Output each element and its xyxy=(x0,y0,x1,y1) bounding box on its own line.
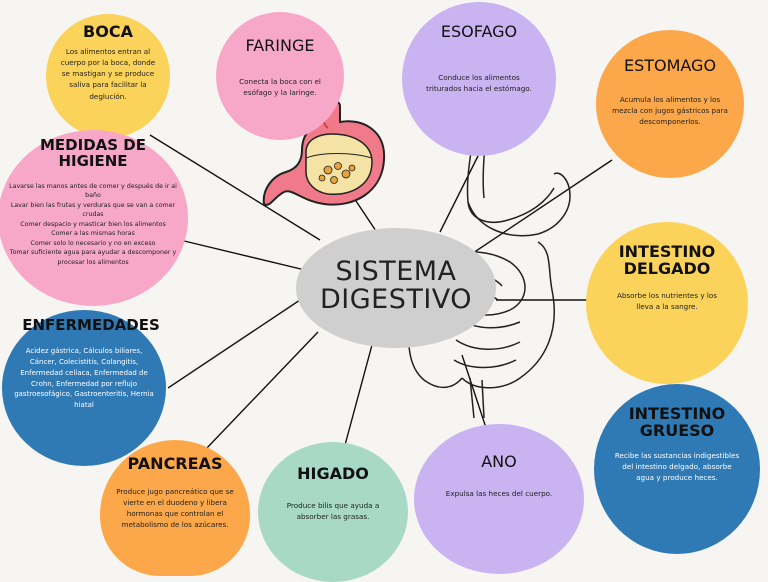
line-medidas xyxy=(179,239,306,271)
pancreas-text: Produce jugo pancreático que se vierte e… xyxy=(116,487,234,530)
line-enfermedades xyxy=(167,299,301,389)
boca-text: Los alimentos entran al cuerpo por la bo… xyxy=(60,47,156,101)
ano-title: ANO xyxy=(481,452,517,471)
center-bubble xyxy=(296,228,496,348)
intestino-delgado-title-line1: INTESTINO xyxy=(618,242,716,261)
pancreas-title: PANCREAS xyxy=(127,454,223,473)
medidas-item: Comer a las mismas horas xyxy=(51,230,135,238)
intestino-grueso-title: INTESTINO GRUESO xyxy=(594,404,760,440)
line-estomago xyxy=(469,159,613,256)
medidas-title-line1: MEDIDAS DE xyxy=(40,136,146,154)
line-boca xyxy=(149,134,321,241)
enfermedades-circle: ENFERMEDADES Acidez gástrica, Cálculos b… xyxy=(2,310,166,466)
boca-circle: BOCA Los alimentos entran al cuerpo por … xyxy=(46,14,170,138)
medidas-item: Lavarse las manos antes de comer y despu… xyxy=(9,183,177,200)
faringe-text: Conecta la boca con el esófago y la lari… xyxy=(239,77,321,98)
intestino-delgado-circle: INTESTINO DELGADO Absorbe los nutrientes… xyxy=(586,222,748,384)
medidas-title: MEDIDAS DE HIGIENE xyxy=(0,136,188,170)
boca-title: BOCA xyxy=(83,22,133,41)
medidas-item: Comer despacio y masticar bien los alime… xyxy=(20,220,166,228)
enfermedades-text: Acidez gástrica, Cálculos biliares, Cánc… xyxy=(14,347,154,410)
intestino-delgado-title-line2: DELGADO xyxy=(623,258,711,278)
medidas-list: Lavarse las manos antes de comer y despu… xyxy=(0,182,188,267)
higado-text: Produce bilis que ayuda a absorber las g… xyxy=(286,501,380,522)
ano-circle: ANO Expulsa las heces del cuerpo. xyxy=(414,424,584,574)
esofago-circle: ESOFAGO Conduce los alimentos triturados… xyxy=(402,2,556,156)
intestino-grueso-title-line1: INTESTINO xyxy=(628,404,726,423)
medidas-item: Tomar suficiente agua para ayudar a desc… xyxy=(9,249,177,266)
faringe-circle: FARINGE Conecta la boca con el esófago y… xyxy=(216,12,344,140)
higado-circle: HIGADO Produce bilis que ayuda a absorbe… xyxy=(258,442,408,582)
center-title-line2: DIGESTIVO xyxy=(319,284,473,316)
line-pancreas xyxy=(204,331,319,451)
estomago-text: Acumula los alimentos y los mezcla con j… xyxy=(612,95,728,127)
higado-title: HIGADO xyxy=(297,464,369,483)
esofago-text: Conduce los alimentos triturados hacia e… xyxy=(426,73,532,94)
faringe-title: FARINGE xyxy=(245,36,315,55)
intestino-grueso-circle: INTESTINO GRUESO Recibe las sustancias i… xyxy=(594,384,760,554)
stomach-illustration xyxy=(262,100,386,206)
medidas-item: Lavar bien las frutas y verduras que se … xyxy=(10,201,176,219)
pancreas-circle: PANCREAS Produce jugo pancreático que se… xyxy=(100,440,250,576)
esofago-title: ESOFAGO xyxy=(440,22,518,41)
line-higado xyxy=(344,344,373,446)
estomago-circle: ESTOMAGO Acumula los alimentos y los mez… xyxy=(596,30,744,178)
intestino-delgado-text: Absorbe los nutrientes y los lleva a la … xyxy=(616,291,718,312)
medidas-circle: MEDIDAS DE HIGIENE Lavarse las manos ant… xyxy=(0,130,188,306)
medidas-item: Comer solo lo necesario y no en exceso xyxy=(30,239,156,247)
medidas-title-line2: HIGIENE xyxy=(58,151,128,170)
intestino-grueso-title-line2: GRUESO xyxy=(639,420,715,440)
center-title: SISTEMA DIGESTIVO xyxy=(296,256,496,316)
enfermedades-title: ENFERMEDADES xyxy=(22,316,160,334)
estomago-title: ESTOMAGO xyxy=(623,56,717,75)
center-title-line1: SISTEMA xyxy=(335,256,457,287)
intestino-delgado-title: INTESTINO DELGADO xyxy=(586,242,748,278)
intestino-grueso-text: Recibe las sustancias indigestibles del … xyxy=(614,451,740,483)
ano-text: Expulsa las heces del cuerpo. xyxy=(445,489,553,498)
